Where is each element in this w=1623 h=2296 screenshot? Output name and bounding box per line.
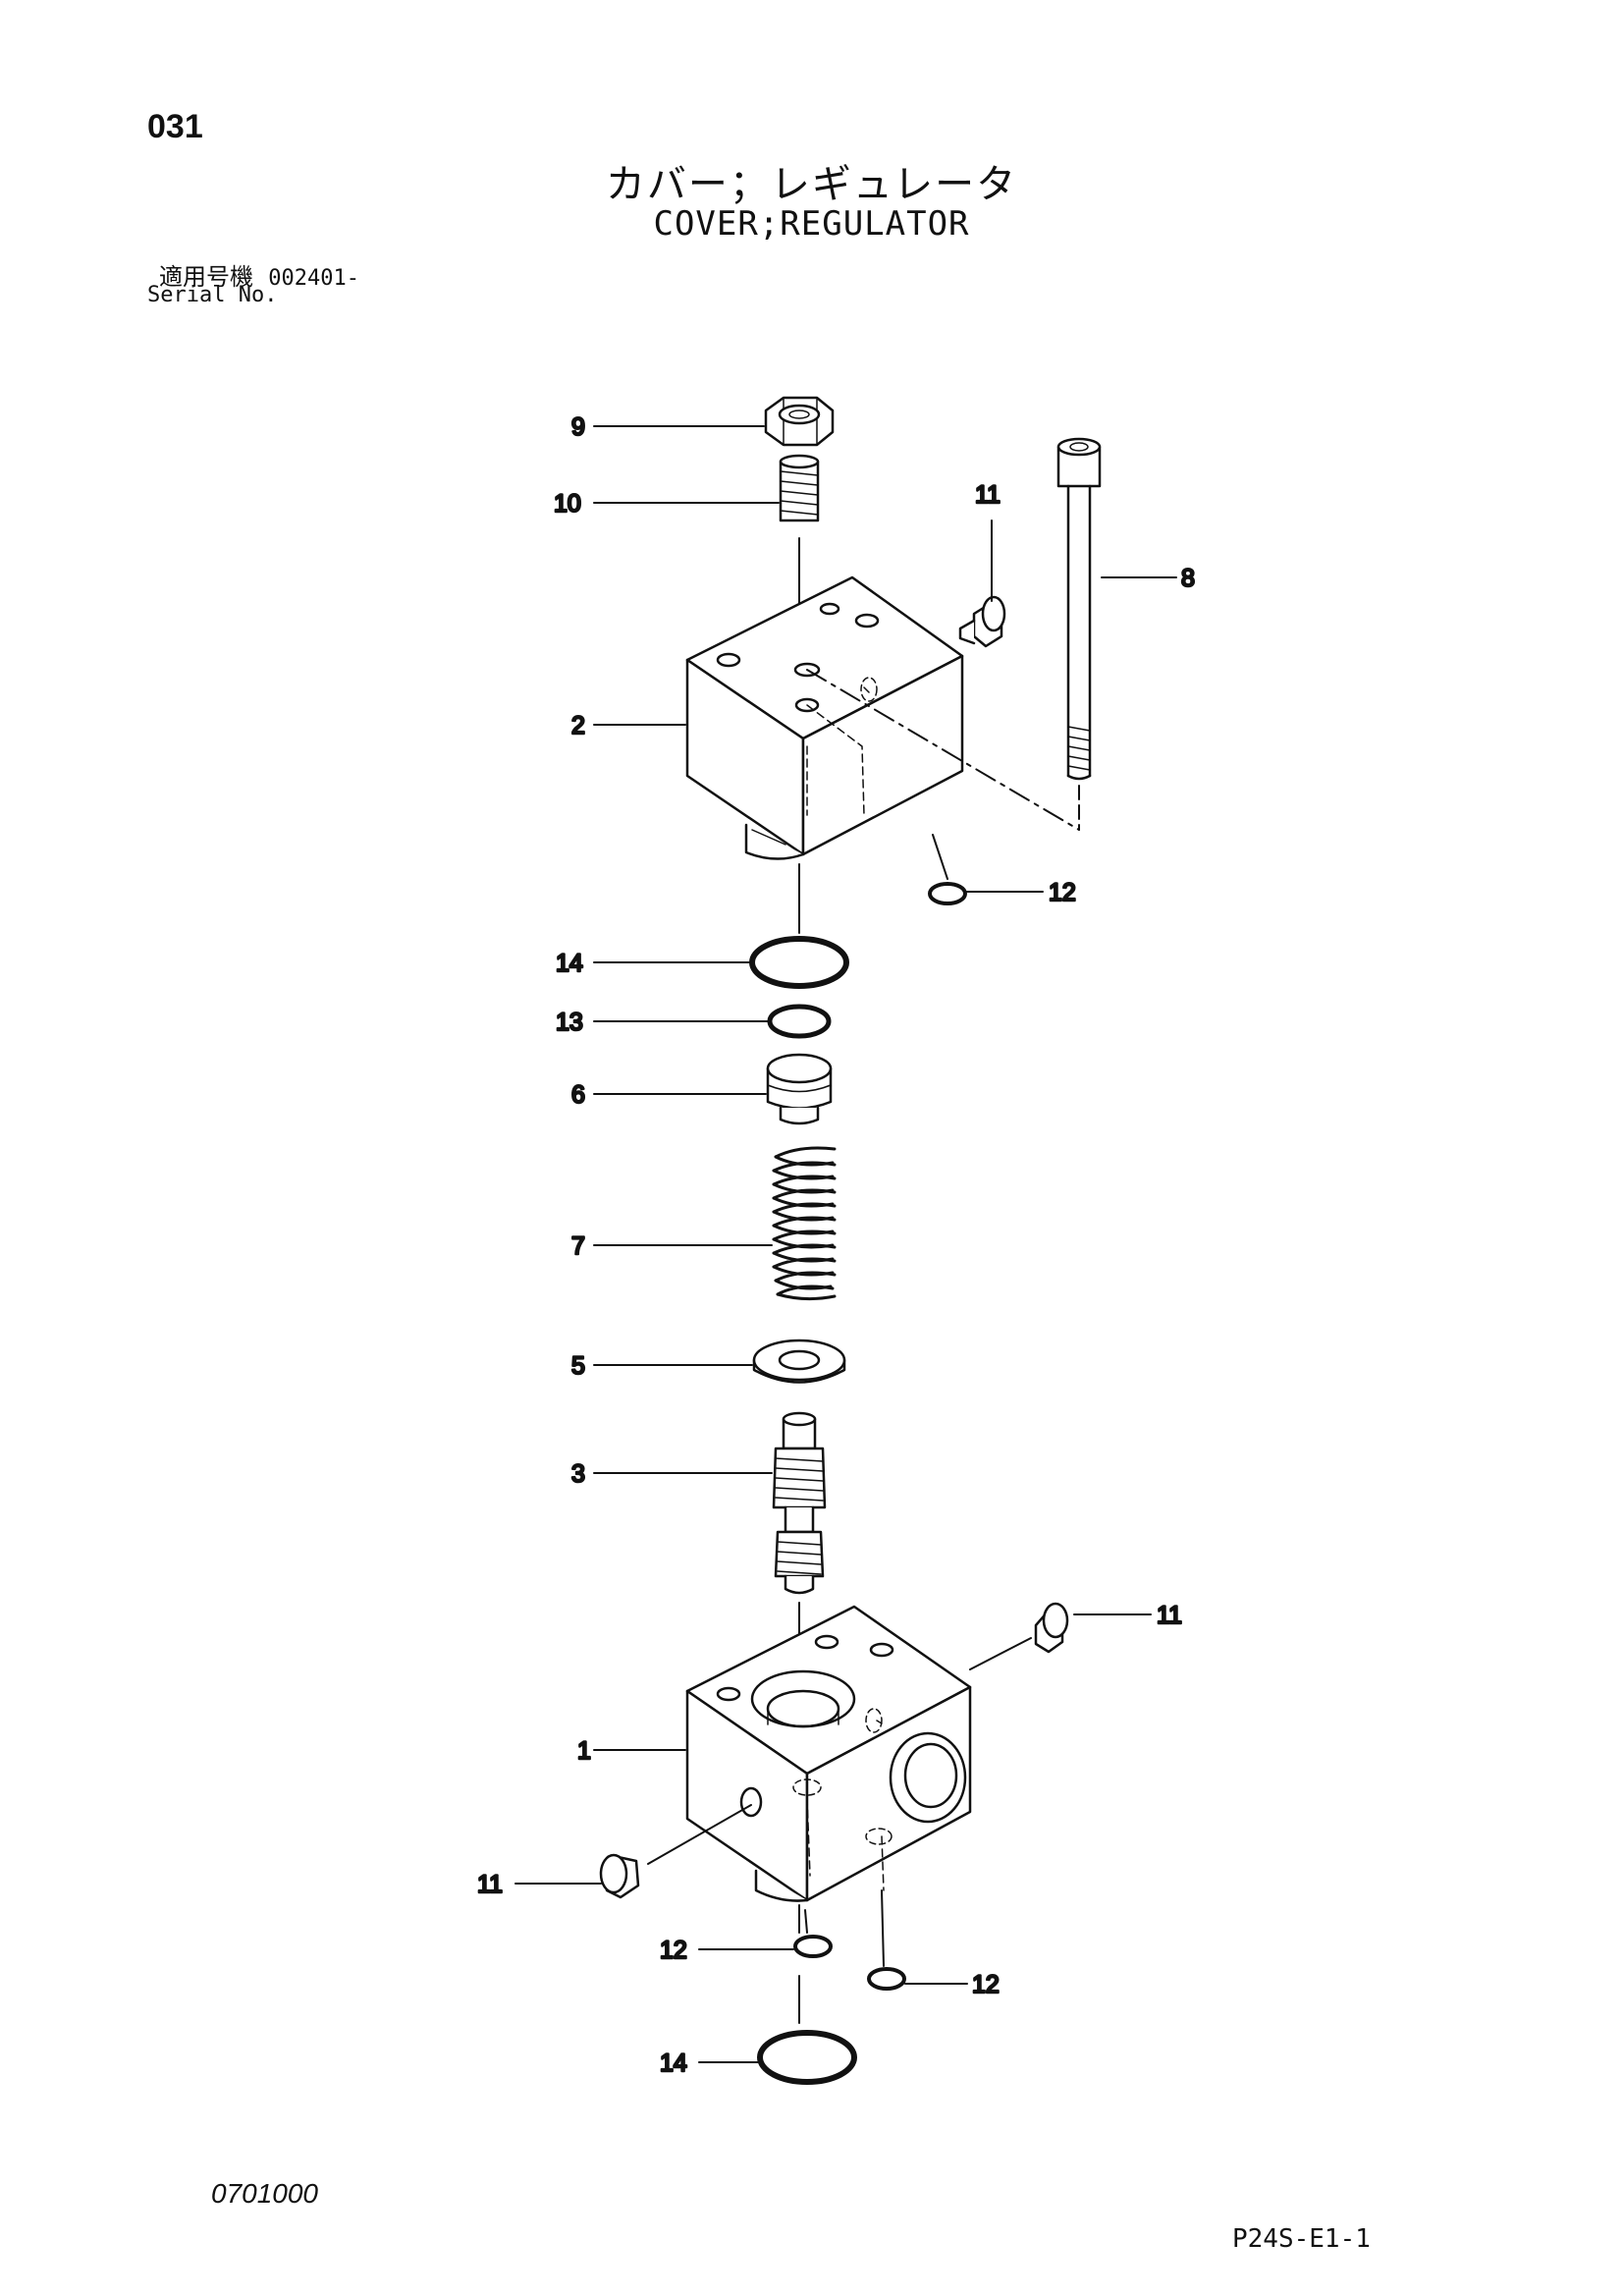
page-number: 031 [147,108,203,145]
part-12-oring-bottom-b [867,1967,906,1991]
page-title-jp: カバー；レギュレータ [605,162,1018,207]
callout-5: 5 [571,1352,585,1380]
callout-11-top: 11 [975,481,1001,509]
callout-10: 10 [554,490,581,518]
part-10-set-screw [779,454,820,522]
part-8-socket-bolt [1056,437,1102,781]
callout-14-bottom: 14 [660,2050,687,2077]
part-14-oring-large-top [749,936,849,989]
callout-leaders [514,425,1177,2063]
callout-14-top: 14 [556,950,583,977]
callout-7: 7 [571,1232,585,1260]
part-2-cover-block [685,575,964,860]
part-7-spring [772,1146,837,1301]
serial-value: 002401- [268,266,359,291]
part-13-oring [767,1004,832,1039]
part-3-spool [772,1411,827,1595]
part-11-plug-left [599,1853,640,1899]
callout-6: 6 [571,1081,585,1109]
document-code: 0701000 [211,2178,319,2209]
part-12-oring-bottom-a [793,1935,833,1958]
serial-label-jp-text: 適用号機 [159,263,253,291]
callout-11-left: 11 [477,1871,503,1898]
part-5-washer [752,1339,846,1384]
part-9-hex-nut [764,396,835,447]
callout-9: 9 [571,413,585,441]
serial-label-en: Serial No. [147,283,278,307]
part-6-spring-seat [766,1053,833,1125]
callout-12-bottom-left: 12 [660,1937,687,1964]
serial-label-jp: 適用号機 002401- [159,257,359,292]
callout-2: 2 [571,712,585,739]
callout-3: 3 [571,1460,585,1488]
callout-11-right: 11 [1157,1602,1182,1629]
part-12-oring-top [928,882,967,905]
part-14-oring-large-bottom [757,2030,857,2085]
part-11-plug-right [1034,1602,1069,1654]
callout-1: 1 [577,1737,591,1765]
part-11-plug-top [958,595,1006,648]
sheet-code: P24S-E1-1 [1232,2224,1371,2254]
part-1-body-block [685,1605,972,1902]
callout-13: 13 [556,1009,583,1036]
callout-12-bottom-right: 12 [972,1971,1000,1998]
callout-12-top: 12 [1049,879,1076,906]
page-title-en: COVER;REGULATOR [653,204,970,244]
callout-8: 8 [1181,565,1195,592]
